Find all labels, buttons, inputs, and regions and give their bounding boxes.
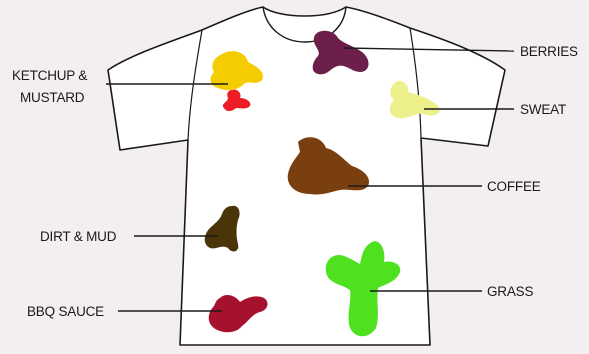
label-bbq-sauce: BBQ SAUCE xyxy=(27,304,104,319)
label-ketchup-mustard-line2: MUSTARD xyxy=(20,90,85,105)
label-grass: GRASS xyxy=(487,284,533,299)
label-ketchup-mustard-line1: KETCHUP & xyxy=(12,68,87,83)
label-sweat: SWEAT xyxy=(520,102,566,117)
label-dirt-mud: DIRT & MUD xyxy=(40,229,117,244)
label-berries: BERRIES xyxy=(520,44,578,59)
label-coffee: COFFEE xyxy=(487,179,541,194)
